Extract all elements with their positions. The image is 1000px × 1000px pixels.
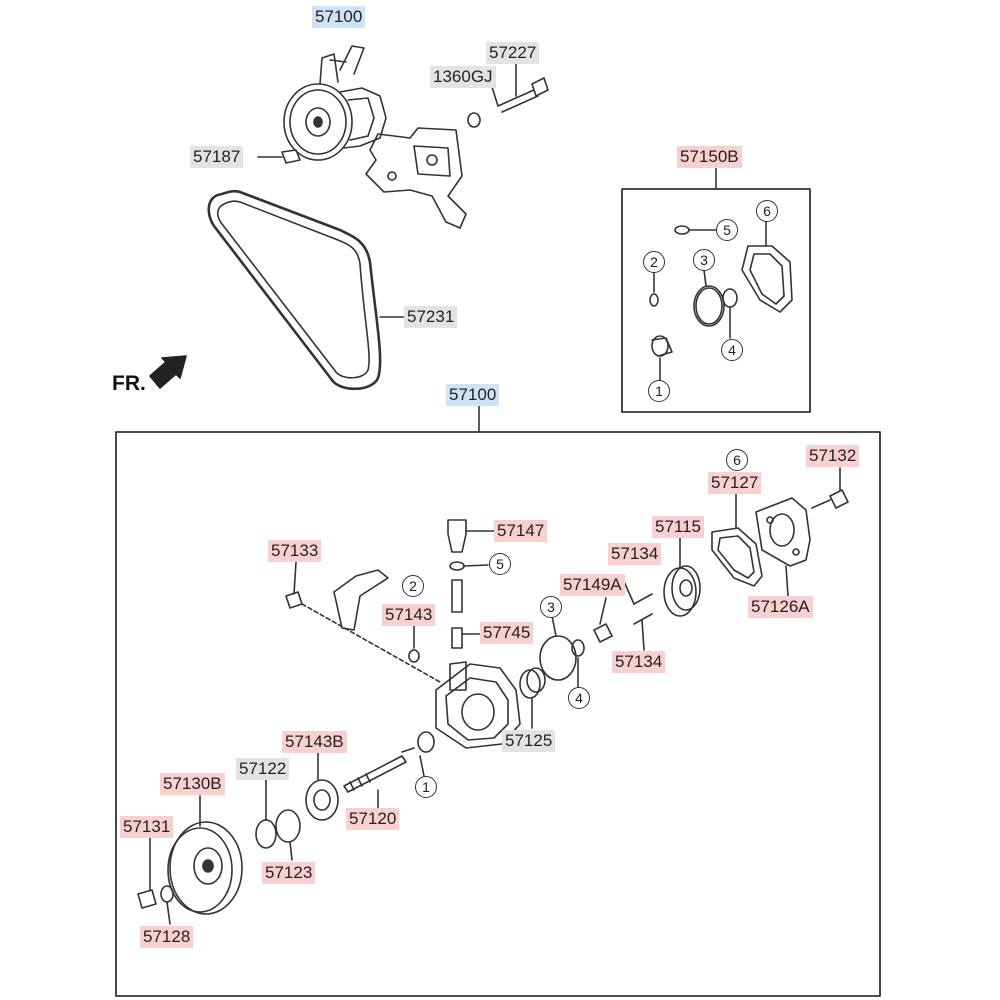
callout-main-1: 1 bbox=[415, 776, 437, 798]
callout-kit-4: 4 bbox=[721, 339, 743, 361]
label-57227[interactable]: 57227 bbox=[486, 42, 540, 64]
snap-rings-drawing bbox=[255, 779, 301, 861]
pins-drawing bbox=[593, 593, 653, 651]
label-57115[interactable]: 57115 bbox=[652, 516, 705, 538]
shaft-57120-drawing bbox=[343, 747, 415, 809]
bearing-57143b-drawing bbox=[305, 749, 339, 821]
label-57143b[interactable]: 57143B bbox=[282, 731, 347, 753]
label-57123[interactable]: 57123 bbox=[262, 862, 316, 884]
label-57134-lower[interactable]: 57134 bbox=[612, 651, 666, 673]
label-57143[interactable]: 57143 bbox=[382, 604, 436, 626]
callout-kit-6: 6 bbox=[756, 200, 778, 222]
label-57122[interactable]: 57122 bbox=[236, 758, 290, 780]
pulley-57130b-drawing bbox=[167, 795, 243, 915]
cover-57126a-drawing bbox=[755, 497, 811, 597]
label-57126a[interactable]: 57126A bbox=[748, 596, 813, 618]
callout-kit-3: 3 bbox=[693, 249, 715, 271]
callout-main-2: 2 bbox=[402, 575, 424, 597]
gasket-57127-drawing bbox=[711, 493, 763, 587]
label-57133[interactable]: 57133 bbox=[268, 540, 322, 562]
label-57231[interactable]: 57231 bbox=[404, 306, 458, 328]
bolt-57187-drawing bbox=[257, 149, 301, 164]
main-assembly-box bbox=[115, 405, 881, 997]
nut-washer-drawing bbox=[137, 837, 174, 925]
bolt-57227-drawing bbox=[467, 63, 549, 128]
front-direction-arrow bbox=[149, 355, 187, 389]
seal-57125-drawing bbox=[519, 615, 585, 729]
pump-body-drawing bbox=[435, 661, 521, 749]
kit-57150b-box bbox=[621, 166, 811, 413]
callout-main-5: 5 bbox=[489, 553, 511, 575]
label-57147[interactable]: 57147 bbox=[494, 520, 548, 542]
mounting-bracket-drawing bbox=[365, 127, 467, 229]
callout-kit-1: 1 bbox=[648, 380, 670, 402]
label-57187[interactable]: 57187 bbox=[190, 146, 244, 168]
label-57120[interactable]: 57120 bbox=[346, 808, 400, 830]
label-57131[interactable]: 57131 bbox=[120, 816, 174, 838]
label-57134-upper[interactable]: 57134 bbox=[608, 543, 662, 565]
callout-kit-5: 5 bbox=[716, 219, 738, 241]
callout-main-4: 4 bbox=[568, 687, 590, 709]
callout-main-3: 3 bbox=[540, 596, 562, 618]
label-57150b[interactable]: 57150B bbox=[677, 146, 742, 168]
label-1360gj[interactable]: 1360GJ bbox=[430, 66, 496, 88]
union-57147-drawing bbox=[447, 519, 495, 649]
bolt-57133-drawing bbox=[285, 561, 441, 683]
front-direction-label: FR. bbox=[112, 372, 146, 395]
label-assy-main[interactable]: 57100 bbox=[446, 384, 500, 406]
label-57745[interactable]: 57745 bbox=[480, 622, 534, 644]
label-57127[interactable]: 57127 bbox=[708, 472, 762, 494]
top-pump-assembly bbox=[283, 45, 387, 161]
label-57125[interactable]: 57125 bbox=[502, 730, 556, 752]
cam-ring-57115-drawing bbox=[663, 537, 701, 617]
callout-kit-2: 2 bbox=[643, 251, 665, 273]
label-57130b[interactable]: 57130B bbox=[160, 773, 225, 795]
drive-belt-57231-drawing bbox=[207, 189, 405, 391]
label-57128[interactable]: 57128 bbox=[140, 926, 194, 948]
label-57149a[interactable]: 57149A bbox=[560, 574, 625, 596]
label-57132[interactable]: 57132 bbox=[806, 445, 860, 467]
label-assy-top[interactable]: 57100 bbox=[312, 6, 366, 28]
callout-main-6: 6 bbox=[726, 449, 748, 471]
bolt-57132-drawing bbox=[811, 467, 849, 509]
oring-57143-drawing bbox=[408, 625, 420, 663]
